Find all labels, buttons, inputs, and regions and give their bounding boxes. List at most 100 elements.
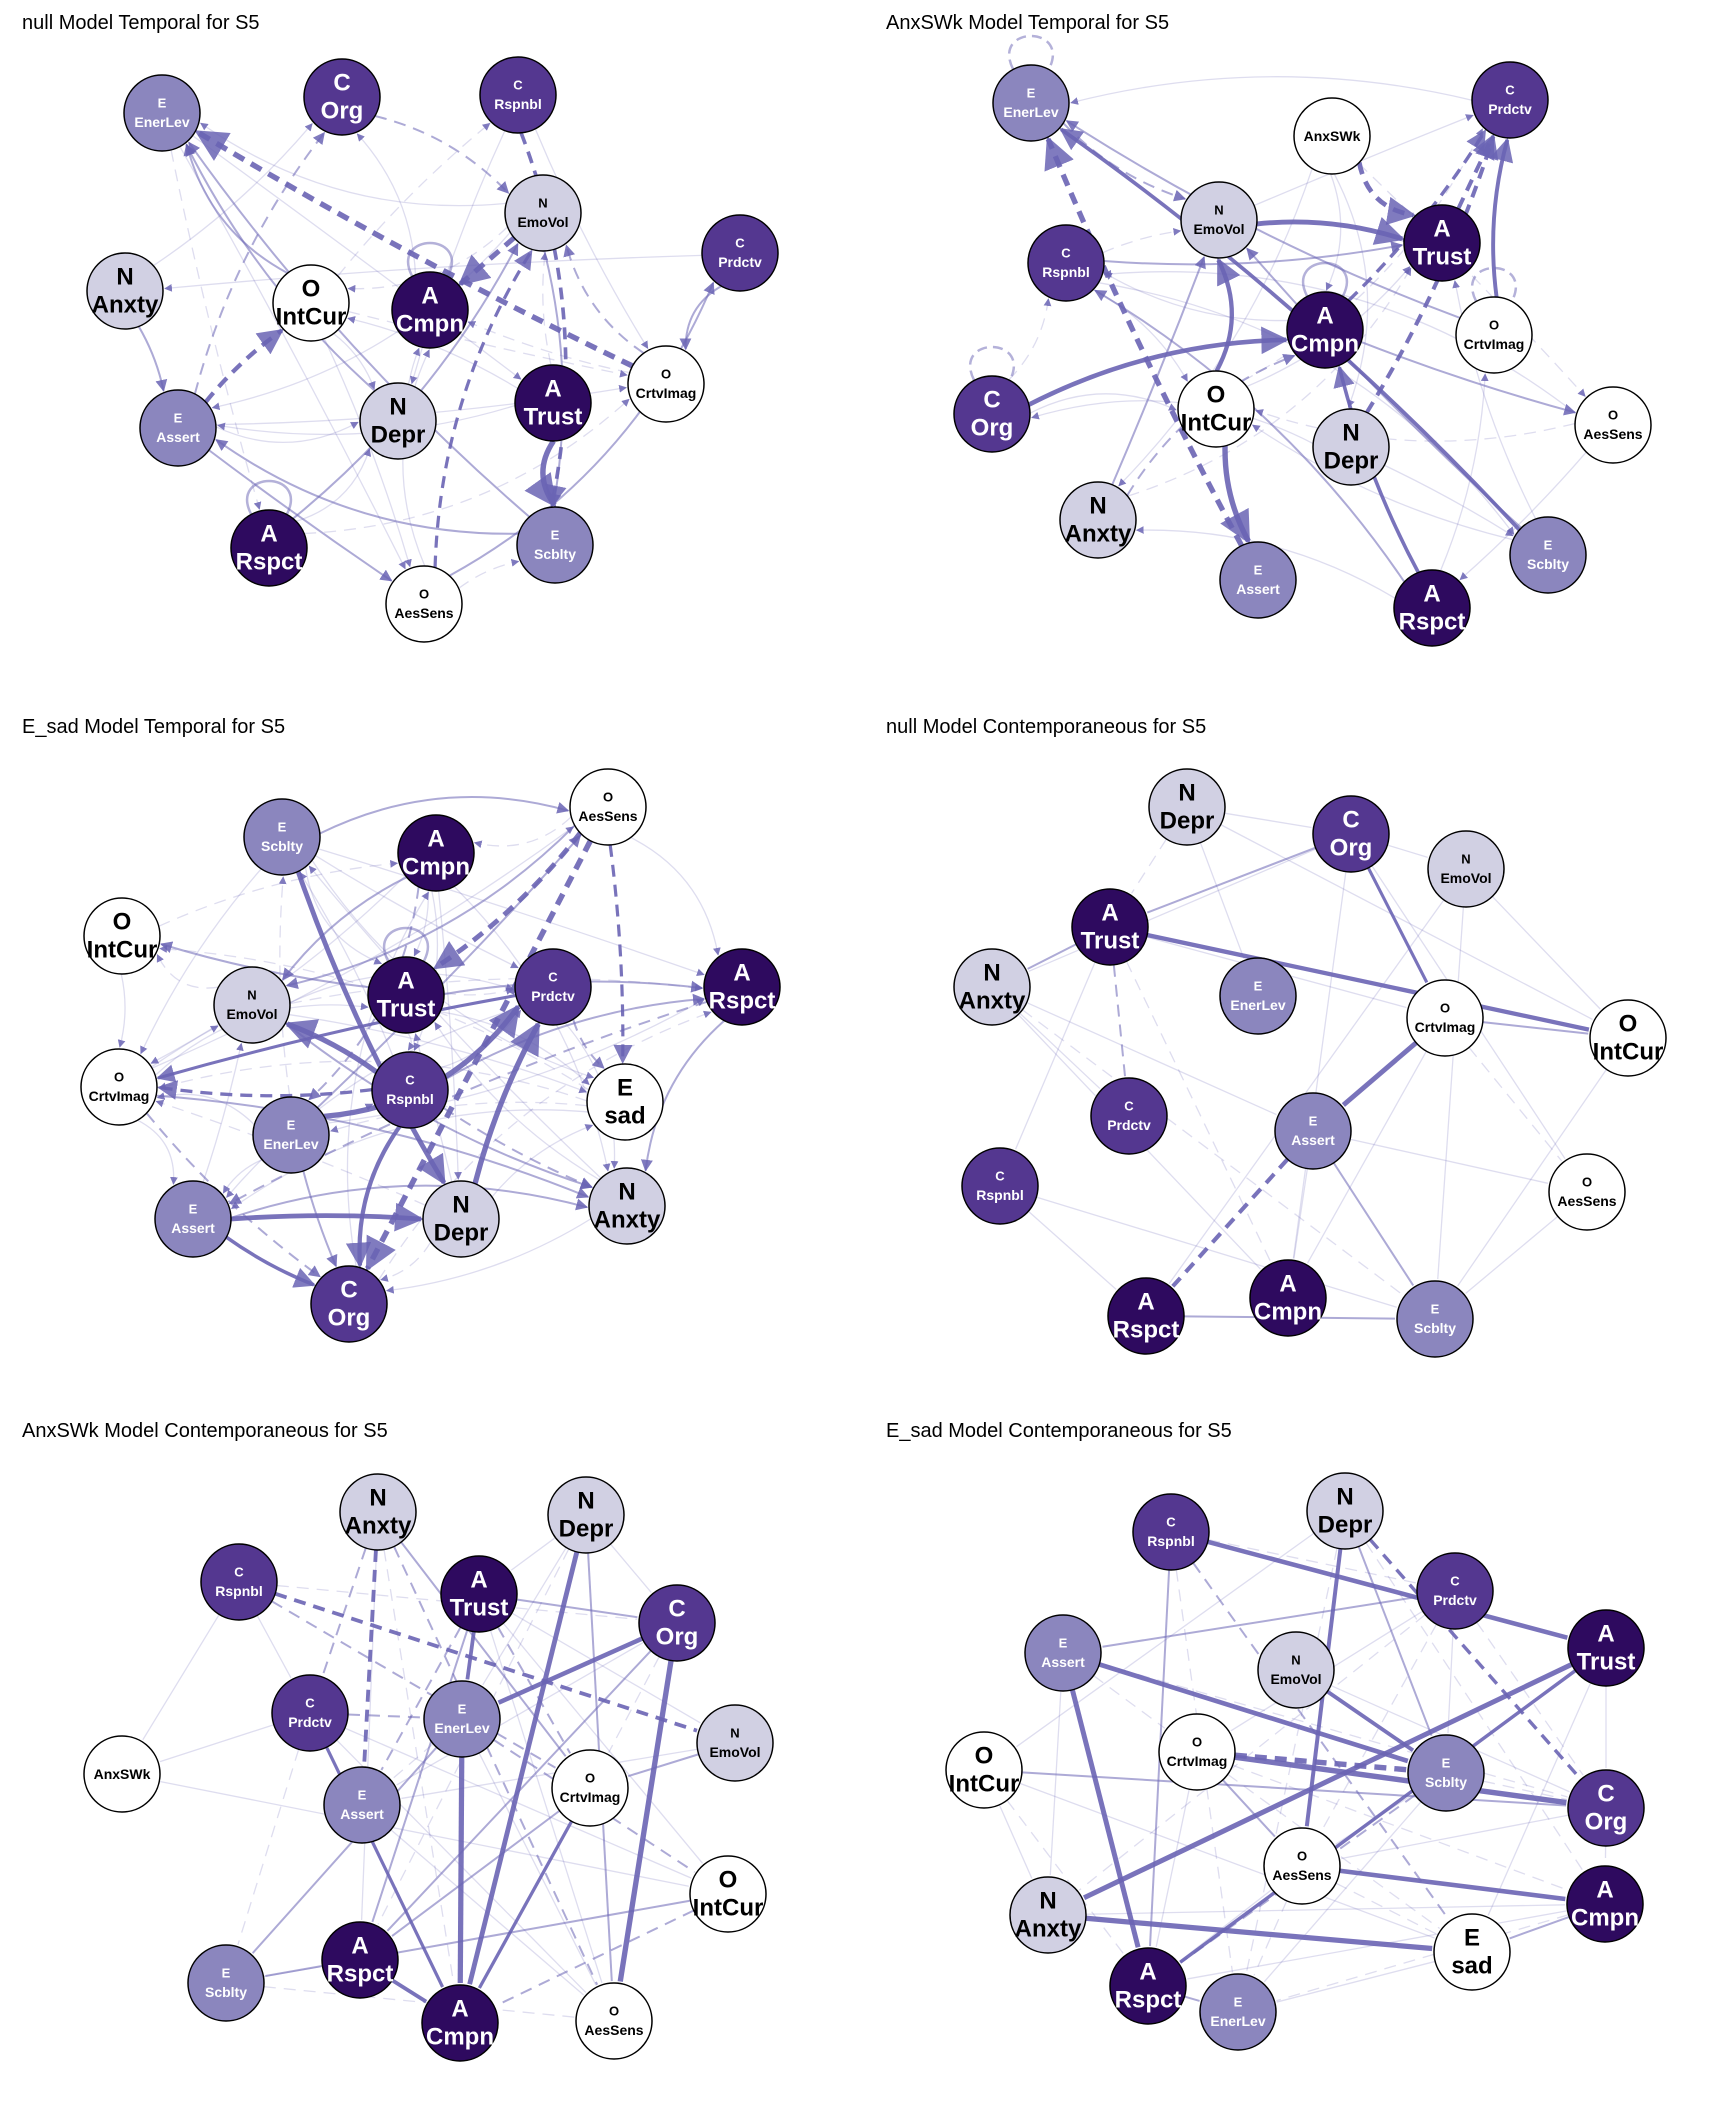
node-circle	[1293, 97, 1371, 175]
node-label: Org	[328, 1305, 371, 1332]
edges-layer	[998, 1532, 1607, 2003]
node-AnxSWk[interactable]: AnxSWk	[83, 1735, 161, 1813]
edge-AesSens-Rspct	[1179, 1888, 1273, 1962]
node-AnxSWk[interactable]: AnxSWk	[1293, 97, 1371, 175]
edge-IntCur-Scblty	[1457, 1068, 1608, 1287]
edge-EmoVol-Rspct	[1168, 899, 1445, 1284]
